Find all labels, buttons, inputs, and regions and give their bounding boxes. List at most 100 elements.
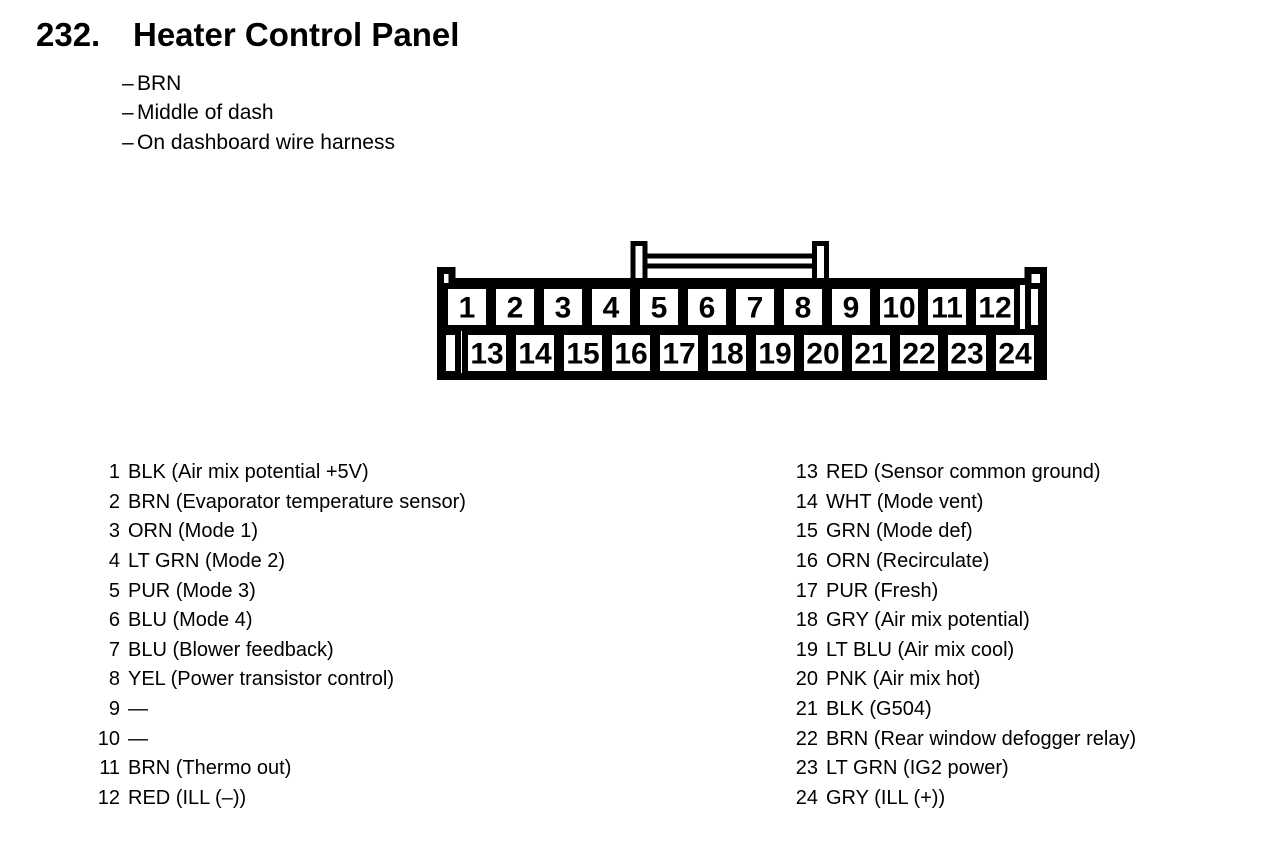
pin-list-left: 1 BLK (Air mix potential +5V) 2 BRN (Eva… (80, 458, 466, 814)
pin-list-row: 21 BLK (G504) (778, 695, 1136, 725)
pin-slot (462, 329, 512, 377)
pin-list-row: 7 BLU (Blower feedback) (80, 636, 466, 666)
note-text: On dashboard wire harness (137, 130, 395, 154)
pin-slot-number: 7 (747, 292, 764, 325)
pin-list-row: 11 BRN (Thermo out) (80, 754, 466, 784)
section-number: 232. (36, 16, 101, 53)
pin-number: 21 (795, 698, 818, 721)
pin-slot-number: 4 (603, 292, 620, 325)
pin-list-row: 2 BRN (Evaporator temperature sensor) (80, 488, 466, 518)
pin-list-right: 13 RED (Sensor common ground) 14 WHT (Mo… (778, 458, 1136, 814)
pin-description: LT BLU (Air mix cool) (826, 638, 1015, 661)
pin-slot-number: 24 (998, 338, 1032, 371)
pin-list-row: 10 — (80, 725, 466, 755)
pin-slot (826, 283, 876, 331)
pin-slot (846, 329, 896, 377)
pin-list-row: 23 LT GRN (IG2 power) (778, 754, 1136, 784)
pin-description: LT GRN (Mode 2) (128, 549, 286, 572)
pin-description: BRN (Thermo out) (128, 757, 292, 780)
pin-slot (558, 329, 608, 377)
pin-slot (970, 283, 1020, 331)
pin-description: WHT (Mode vent) (826, 490, 984, 513)
pin-slot-number: 9 (843, 292, 860, 325)
pin-slot (750, 329, 800, 377)
pin-slot-number: 18 (710, 338, 743, 371)
pin-slot-number: 11 (931, 292, 963, 325)
pin-description: BRN (Evaporator temperature sensor) (128, 490, 466, 513)
pin-number: 24 (795, 787, 818, 810)
pin-list-row: 16 ORN (Recirculate) (778, 547, 1136, 577)
pin-number: 23 (795, 757, 818, 780)
pin-description: PNK (Air mix hot) (826, 668, 981, 691)
pin-slot (922, 283, 972, 331)
pin-number: 16 (795, 549, 818, 572)
pin-number: 19 (795, 638, 818, 661)
connector-latch-post-left (630, 241, 648, 284)
pin-description: — (128, 698, 148, 721)
pin-slot (442, 283, 492, 331)
pin-description: GRY (ILL (+)) (826, 787, 946, 810)
pin-slot (894, 329, 944, 377)
note-text: BRN (137, 72, 182, 95)
pin-description: GRN (Mode def) (826, 520, 973, 543)
pin-description: ORN (Recirculate) (826, 549, 990, 572)
pin-number: 7 (108, 638, 120, 661)
pin-description: PUR (Fresh) (826, 579, 939, 602)
pin-number: 20 (795, 668, 818, 691)
pin-list-row: 6 BLU (Mode 4) (80, 606, 466, 636)
pin-list-row: 18 GRY (Air mix potential) (778, 606, 1136, 636)
pin-slot-number: 20 (806, 338, 839, 371)
pin-slot (702, 329, 752, 377)
pin-slot-number: 15 (566, 338, 599, 371)
pin-number: 3 (108, 520, 120, 543)
pin-slot-number: 22 (902, 338, 935, 371)
pin-list-row: 24 GRY (ILL (+)) (778, 784, 1136, 814)
pin-list-row: 5 PUR (Mode 3) (80, 577, 466, 607)
pin-number: 6 (108, 609, 120, 632)
pin-description: — (128, 727, 148, 750)
pin-description: PUR (Mode 3) (128, 579, 256, 602)
pin-number: 1 (108, 461, 120, 483)
pin-slot-number: 3 (555, 292, 572, 325)
pin-slot (634, 283, 684, 331)
pin-description: BLU (Blower feedback) (128, 638, 334, 661)
pin-number: 5 (108, 579, 120, 602)
pin-slot (874, 283, 924, 331)
pin-slot-number: 8 (795, 292, 812, 325)
note-item: –On dashboard wire harness (122, 128, 395, 157)
pin-number: 4 (108, 549, 120, 572)
page-title: Heater Control Panel (133, 16, 460, 53)
pin-slot (990, 329, 1040, 377)
pin-slot (586, 283, 636, 331)
pin-list-row: 15 GRN (Mode def) (778, 517, 1136, 547)
pin-number: 12 (97, 787, 120, 810)
pin-slot (538, 283, 588, 331)
dash-bullet: – (122, 130, 134, 154)
notes-list: –BRN–Middle of dash–On dashboard wire ha… (122, 69, 395, 157)
pin-slot (682, 283, 732, 331)
pin-list-row: 3 ORN (Mode 1) (80, 517, 466, 547)
pin-number: 17 (795, 579, 818, 602)
pin-slot-number: 17 (662, 338, 695, 371)
pin-description: GRY (Air mix potential) (826, 609, 1030, 632)
pin-number: 10 (97, 727, 120, 750)
connector-latch-bar (637, 253, 823, 269)
pin-description: LT GRN (IG2 power) (826, 757, 1009, 780)
pin-list-row: 14 WHT (Mode vent) (778, 488, 1136, 518)
pin-description: BLU (Mode 4) (128, 609, 253, 632)
pin-slot-number: 19 (758, 338, 791, 371)
pin-slot-number: 12 (978, 292, 1011, 325)
pin-description: BLK (G504) (826, 698, 932, 721)
dash-bullet: – (122, 101, 134, 125)
pin-number: 11 (99, 757, 120, 780)
pin-slot (730, 283, 780, 331)
pin-slot-number: 23 (950, 338, 983, 371)
pin-slot-number: 21 (854, 338, 887, 371)
pin-number: 2 (108, 490, 120, 513)
pin-list-row: 20 PNK (Air mix hot) (778, 665, 1136, 695)
pin-slot (942, 329, 992, 377)
pin-list-row: 8 YEL (Power transistor control) (80, 665, 466, 695)
pin-slot (798, 329, 848, 377)
